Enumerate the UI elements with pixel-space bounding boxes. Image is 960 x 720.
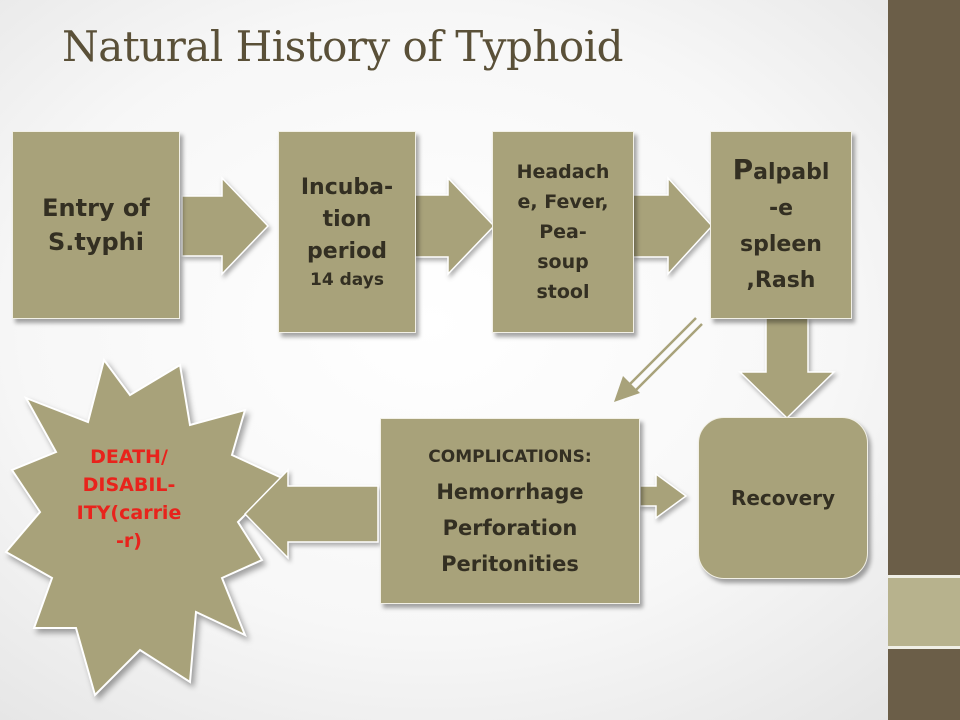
stage-symptoms-line: e, Fever, xyxy=(517,191,609,213)
stage-spleen-line: -e xyxy=(768,195,794,221)
stage-complications-box: COMPLICATIONS: Hemorrhage Perforation Pe… xyxy=(380,418,640,604)
stage-spleen-line: alpabl xyxy=(753,159,830,185)
stage-incubation-line: Incuba- xyxy=(300,175,394,200)
stage-spleen-line: ,Rash xyxy=(746,267,816,293)
stage-spleen-box: Palpabl -e spleen ,Rash xyxy=(710,131,852,319)
sidebar-decoration xyxy=(888,0,960,720)
stage-incubation-box: Incuba- tion period 14 days xyxy=(278,131,416,333)
complications-item: Hemorrhage xyxy=(436,480,584,504)
complications-heading: COMPLICATIONS: xyxy=(428,447,592,467)
death-line: ITY(carrie xyxy=(76,502,182,524)
death-line: DEATH/ xyxy=(90,446,168,468)
death-disability-label: DEATH/ DISABIL- ITY(carrie -r) xyxy=(40,443,218,555)
stage-recovery-label: Recovery xyxy=(730,486,836,510)
stage-entry-box: Entry of S.typhi xyxy=(12,131,180,319)
complications-item: Peritonities xyxy=(441,552,579,576)
sidebar-divider xyxy=(888,575,960,578)
stage-symptoms-line: soup xyxy=(537,251,589,273)
arrow-symptoms-to-spleen xyxy=(632,176,714,276)
arrow-complications-to-death xyxy=(243,468,379,560)
stage-incubation-duration: 14 days xyxy=(310,270,384,290)
stage-spleen-line: spleen xyxy=(740,231,822,257)
diagram-arrows xyxy=(4,176,836,697)
stage-incubation-line: period xyxy=(307,239,387,264)
stage-symptoms-line: Pea- xyxy=(539,221,587,243)
death-line: -r) xyxy=(116,530,142,552)
arrow-incubation-to-symptoms xyxy=(414,176,496,276)
sidebar-band xyxy=(888,578,960,646)
arrow-entry-to-incubation xyxy=(181,176,270,276)
stage-entry-line: Entry of xyxy=(42,194,150,222)
stage-symptoms-line: Headach xyxy=(516,161,610,183)
stage-symptoms-line: stool xyxy=(536,281,590,303)
death-starburst xyxy=(4,357,284,697)
arrow-spleen-to-complications xyxy=(614,317,703,402)
arrow-complications-to-recovery xyxy=(639,472,688,520)
stage-spleen-initial: P xyxy=(732,152,754,186)
slide-title: Natural History of Typhoid xyxy=(62,22,624,71)
sidebar-divider xyxy=(888,646,960,649)
arrow-spleen-to-recovery xyxy=(738,317,836,420)
complications-item: Perforation xyxy=(442,516,578,540)
stage-symptoms-box: Headach e, Fever, Pea- soup stool xyxy=(492,131,634,333)
stage-recovery-box: Recovery xyxy=(698,417,868,579)
stage-incubation-line: tion xyxy=(322,207,372,232)
death-line: DISABIL- xyxy=(82,474,176,496)
stage-entry-line: S.typhi xyxy=(47,228,144,256)
